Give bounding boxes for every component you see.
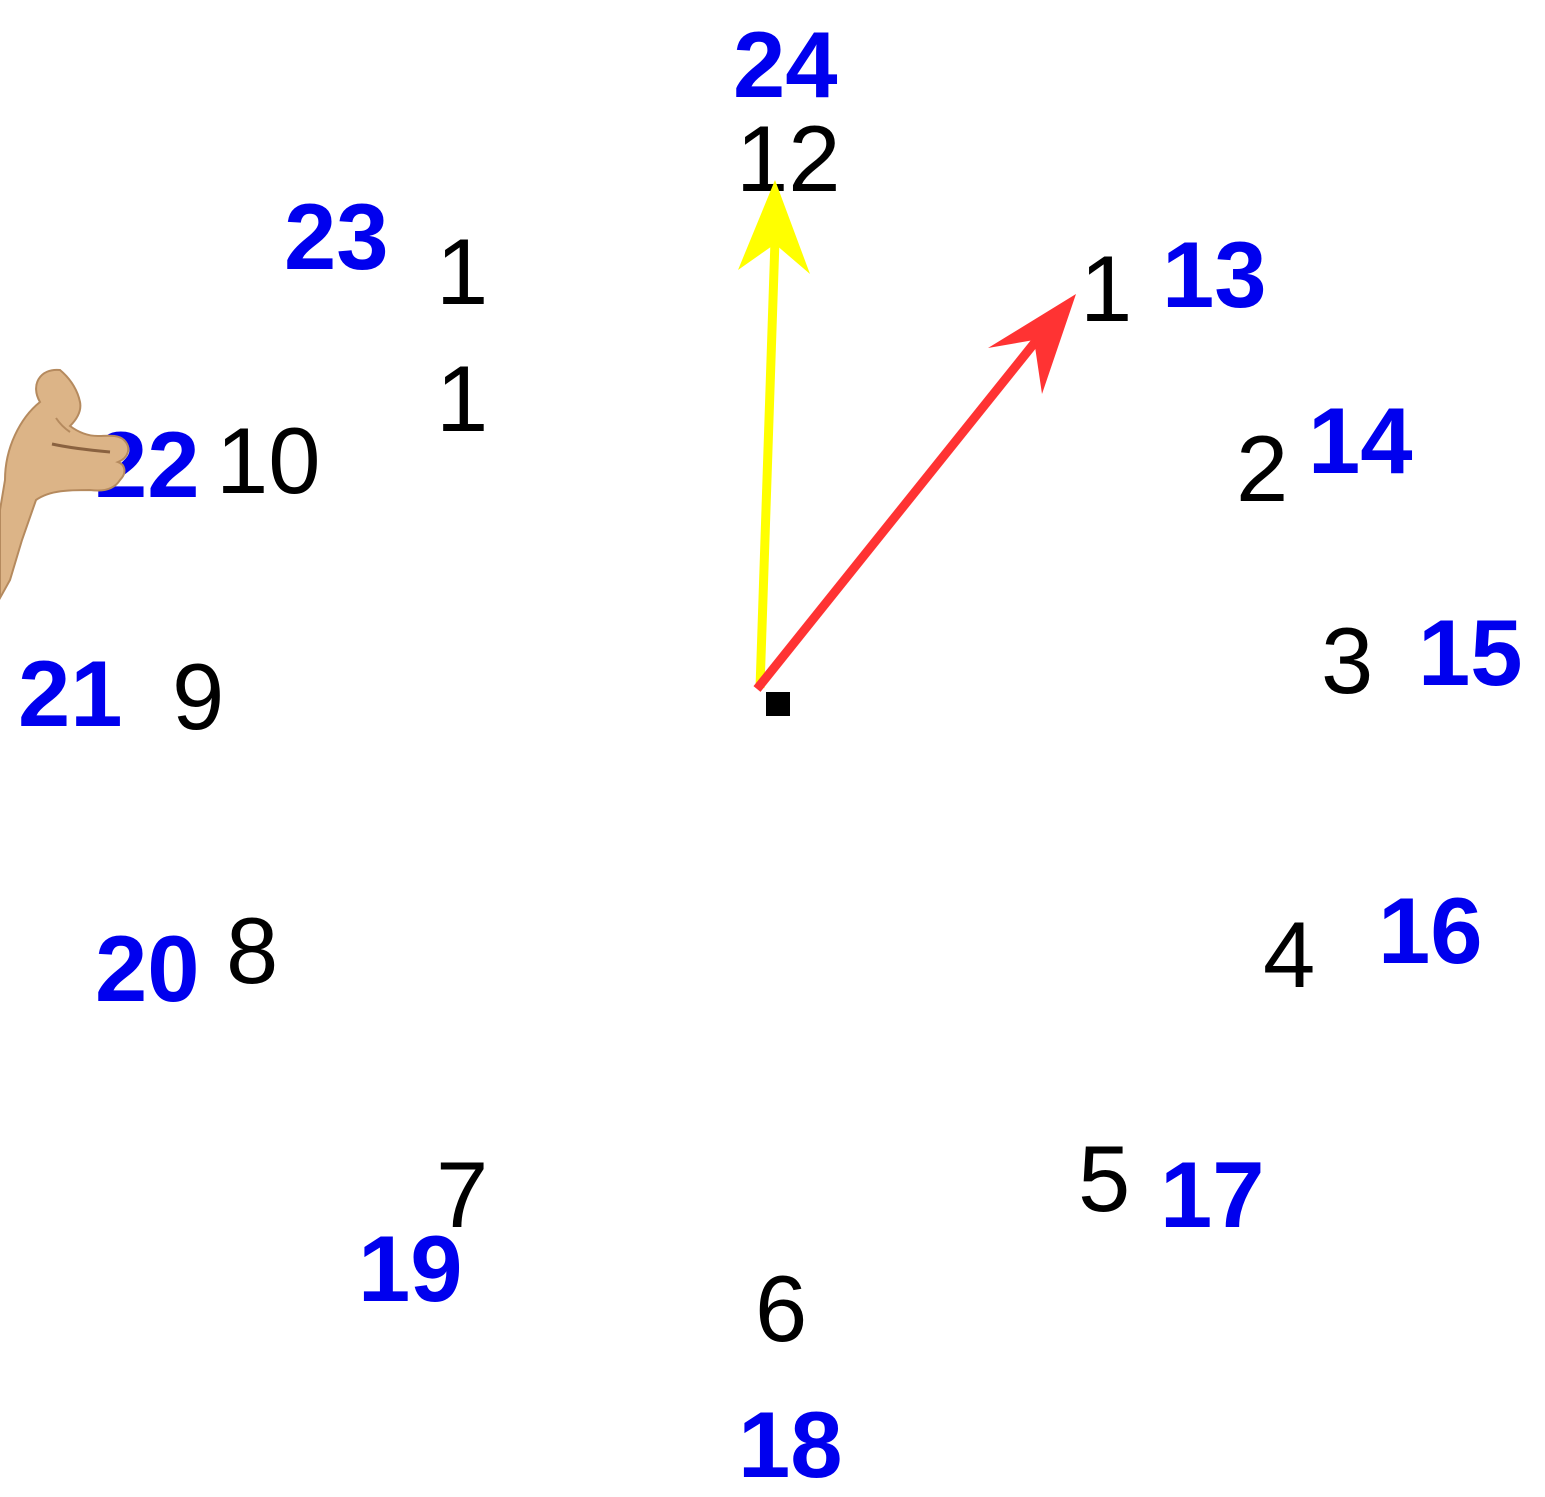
hour-label-14: 14	[1308, 388, 1413, 493]
clock-center	[766, 692, 790, 716]
dial-label-12: 12	[736, 106, 841, 211]
pointing-hand-icon	[0, 368, 130, 601]
dial-label-11-bottom: 1	[436, 346, 489, 451]
hour-label-21: 21	[18, 641, 123, 746]
hour-label-19: 19	[358, 1216, 463, 1321]
dial-label-5: 5	[1078, 1126, 1131, 1231]
dial-label-1: 1	[1080, 236, 1133, 341]
hour-label-20: 20	[95, 916, 200, 1021]
dial-label-8: 8	[226, 898, 279, 1003]
hour-label-16: 16	[1378, 878, 1483, 983]
dial-label-11-top: 1	[436, 219, 489, 324]
hour-label-18: 18	[738, 1392, 843, 1497]
dial-label-10: 10	[216, 408, 321, 513]
dial-label-4: 4	[1263, 902, 1316, 1007]
hour-label-23: 23	[284, 184, 389, 289]
dial-label-7: 7	[436, 1142, 489, 1247]
clock-face: 24 23 13 14 22 15 21 16 20 17 19 18 12 1…	[0, 12, 1523, 1492]
hour-label-17: 17	[1160, 1142, 1265, 1247]
dial-label-2: 2	[1236, 416, 1289, 521]
minute-hand	[738, 180, 810, 689]
dial-label-3: 3	[1321, 608, 1374, 713]
clock-hands	[738, 180, 1076, 716]
hour-hand	[753, 294, 1076, 692]
hour-label-13: 13	[1162, 222, 1267, 327]
dial-label-9: 9	[172, 644, 225, 749]
hour-label-15: 15	[1418, 600, 1523, 705]
hour-label-24: 24	[733, 12, 838, 117]
dial-label-6: 6	[755, 1256, 808, 1361]
